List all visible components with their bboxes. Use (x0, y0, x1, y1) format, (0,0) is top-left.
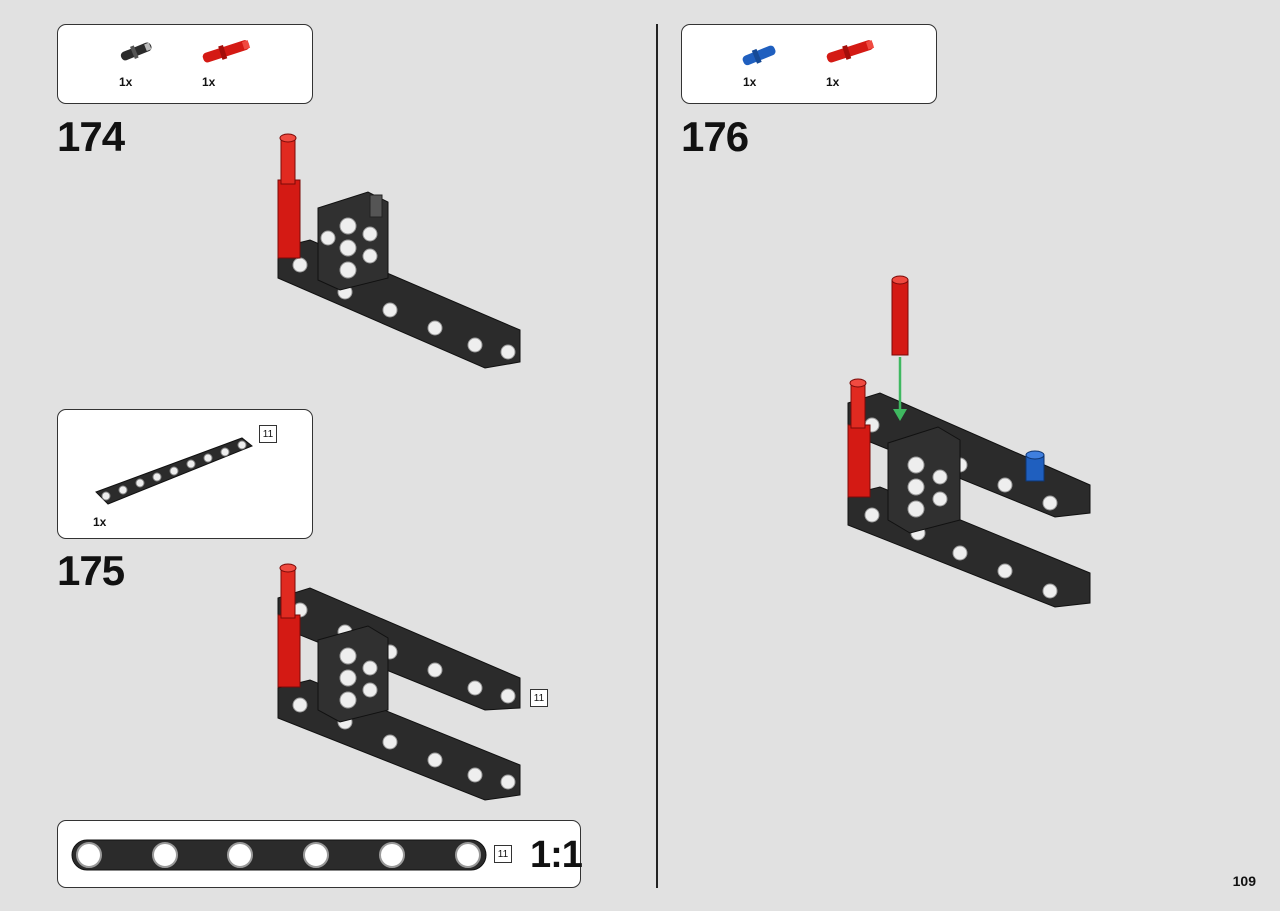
blue-axle-pin-icon (742, 45, 776, 66)
scale-length-badge: 11 (494, 845, 512, 863)
beam-1to1-icon (71, 839, 487, 871)
part-qty: 1x (119, 75, 133, 89)
step-number: 176 (681, 113, 749, 160)
page-number: 109 (1232, 873, 1256, 889)
part-qty: 1x (202, 75, 216, 89)
part-qty: 1x (743, 75, 757, 89)
step-number: 174 (57, 113, 125, 160)
beam-length-badge: 11 (259, 425, 277, 443)
step-number: 175 (57, 547, 125, 594)
assembly-illustration-step-175 (277, 563, 521, 801)
parts-list-step-174: 1x 1x (57, 24, 313, 104)
assembly-illustration-step-176 (847, 275, 1091, 608)
parts-list-step-176: 1x 1x (681, 24, 937, 104)
beam-11-icon (95, 437, 253, 505)
red-axle-pin-icon (202, 40, 251, 63)
page-divider (656, 24, 658, 888)
red-axle-pin-icon (826, 40, 875, 63)
part-qty: 1x (93, 515, 107, 529)
parts-list-step-175: 11 1x (57, 409, 313, 539)
scale-reference-box: 11 1:1 (57, 820, 583, 888)
scale-label: 1:1 (530, 834, 583, 876)
beam-length-callout: 11 (530, 689, 548, 707)
part-qty: 1x (826, 75, 840, 89)
black-connector-pin-icon (120, 42, 152, 61)
assembly-illustration-step-174 (277, 133, 521, 369)
